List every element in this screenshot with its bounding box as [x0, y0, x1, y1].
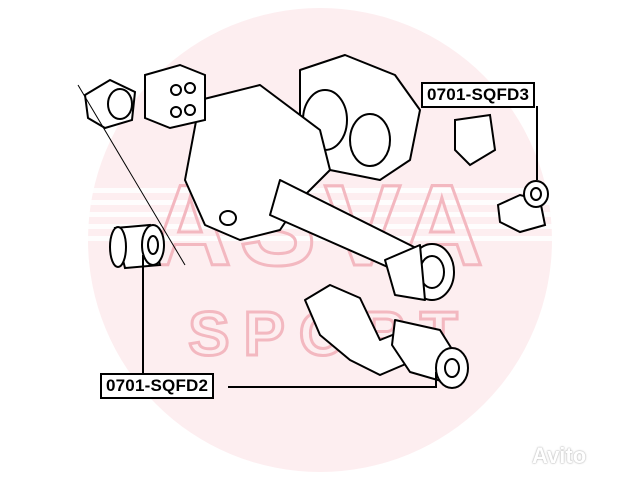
mount-bracket-top-left	[83, 63, 206, 130]
axle-housing	[184, 54, 455, 301]
part-label-0701-sqfd2: 0701-SQFD2	[100, 373, 215, 399]
bracket-bushing-sqfd3	[454, 113, 549, 234]
bushing-sqfd2	[109, 223, 165, 270]
leader-lines	[77, 84, 538, 388]
part-label-0701-sqfd3: 0701-SQFD3	[421, 82, 536, 108]
lower-arm	[304, 284, 469, 389]
avito-watermark: Avito	[532, 443, 587, 468]
